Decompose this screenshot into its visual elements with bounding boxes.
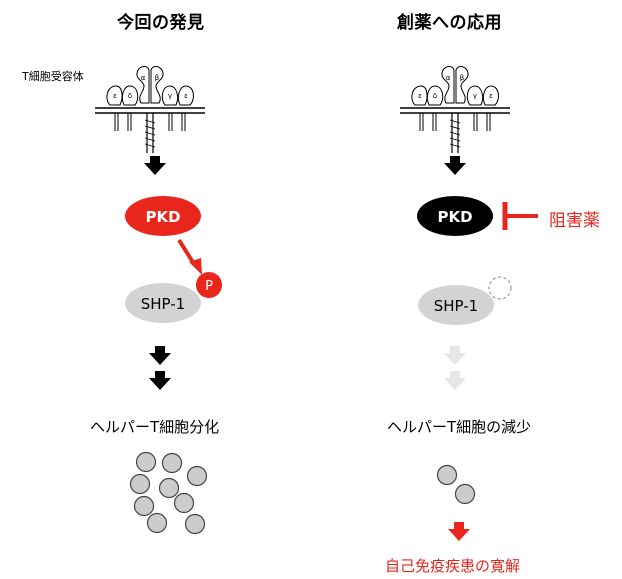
phosphate-badge: [196, 272, 222, 298]
arrow-shp1-down-1-right-faded: [444, 346, 466, 365]
epsilon-chain-label-right: ε: [489, 92, 493, 100]
beta-chain-label: β: [155, 74, 159, 82]
pkd-label-left: PKD: [145, 208, 180, 226]
alpha-chain-label: α: [446, 74, 451, 82]
helper-t-cells-many: [129, 451, 208, 535]
shp1-node-right: [418, 285, 494, 325]
epsilon-chain-label-right: ε: [184, 92, 188, 100]
shp1-label-left: SHP-1: [141, 295, 185, 313]
pkd-node-left: [125, 196, 201, 236]
shp1-label-right: SHP-1: [434, 297, 478, 315]
tcr-complex-left: α β ε δ γ ε: [94, 65, 206, 154]
right-panel-title: 創薬への応用: [397, 13, 502, 33]
pkd-label-right: PKD: [437, 208, 472, 226]
phosphorylation-arrowhead: [189, 258, 202, 275]
arrow-receptor-to-pkd-right: [444, 156, 466, 175]
arrow-shp1-down-2-right-faded: [444, 371, 466, 390]
delta-chain-label: δ: [433, 92, 437, 100]
phosphate-site-empty: [488, 276, 512, 300]
phosphorylation-arrow: [177, 238, 196, 266]
tcr-complex-right: α β ε δ γ ε: [399, 65, 511, 154]
arrow-to-remission: [448, 522, 470, 541]
arrow-shp1-down-2-left: [149, 371, 171, 390]
receptor-label: T細胞受容体: [22, 70, 84, 83]
helper-t-cells-few: [436, 464, 476, 505]
shp1-node-left: [125, 283, 201, 323]
epsilon-chain-label-left: ε: [418, 92, 422, 100]
beta-chain-label: β: [460, 74, 464, 82]
gamma-chain-label: γ: [168, 92, 172, 100]
epsilon-chain-label-left: ε: [113, 92, 117, 100]
right-outcome-label: ヘルパーT細胞の減少: [387, 418, 532, 436]
arrow-receptor-to-pkd-left: [144, 156, 166, 175]
gamma-chain-label: γ: [473, 92, 477, 100]
inhibitor-label: 阻害薬: [549, 211, 600, 231]
pkd-node-right: [417, 196, 493, 236]
left-panel-title: 今回の発見: [117, 13, 205, 33]
left-outcome-label: ヘルパーT細胞分化: [90, 418, 220, 436]
alpha-chain-label: α: [141, 74, 146, 82]
remission-label: 自己免疫疾患の寛解: [385, 557, 521, 575]
arrow-shp1-down-1-left: [149, 346, 171, 365]
delta-chain-label: δ: [128, 92, 132, 100]
phosphate-label: P: [205, 279, 213, 294]
